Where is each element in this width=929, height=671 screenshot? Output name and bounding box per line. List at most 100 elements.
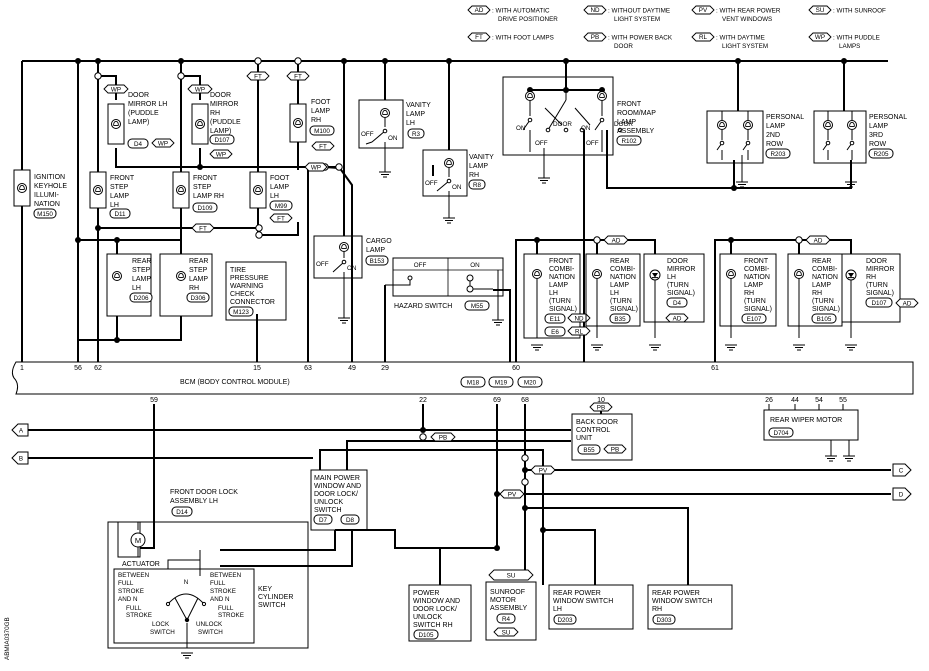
label: ASSEMBLY	[617, 128, 655, 135]
label: RH	[210, 110, 220, 117]
option-tag: FT	[277, 215, 285, 222]
bcm-label: BCM (BODY CONTROL MODULE)	[180, 379, 290, 386]
pin-label: 1	[20, 365, 24, 372]
label: NATION	[744, 274, 770, 281]
pin-label: 22	[419, 397, 427, 404]
label: DOOR	[866, 258, 887, 265]
connector-id: R205	[873, 151, 889, 158]
label: ON	[347, 265, 357, 272]
connector-id: B55	[583, 447, 595, 454]
turn-signal-lh-group: AD FRONT COMBI- NATION LAMP LH (TURN SIG…	[523, 235, 705, 351]
label: 3RD	[869, 132, 883, 139]
label: (TURN	[812, 298, 834, 305]
label: LAMP	[744, 282, 763, 289]
legend-text: : WITHOUT DAYTIME	[608, 8, 670, 15]
label: DOOR LOCK/	[314, 491, 358, 498]
label: LH	[610, 290, 619, 297]
label: (PUDDLE	[210, 119, 241, 126]
legend-item-ft: FT : WITH FOOT LAMPS	[467, 32, 554, 42]
label: 2ND	[766, 132, 780, 139]
label: REAR WIPER MOTOR	[770, 417, 842, 424]
option-tag: WP	[158, 140, 168, 147]
label: STEP	[189, 267, 208, 274]
label: OFF	[425, 180, 438, 187]
label: VANITY	[406, 102, 431, 109]
option-tag: WP	[311, 164, 321, 171]
connector-id: M19	[495, 380, 508, 387]
connector-id: B153	[370, 258, 385, 265]
label: STROKE	[126, 612, 152, 619]
label: WARNING	[230, 283, 264, 290]
option-tag: PB	[439, 434, 447, 441]
connector-id: D7	[319, 517, 328, 524]
label: RH	[189, 285, 199, 292]
vanity-lamp-lh: OFF ON VANITY LAMP LH R3	[358, 99, 431, 178]
label: COMBI-	[744, 266, 770, 273]
connector-id: D105	[418, 632, 434, 639]
pin-label: 29	[381, 365, 389, 372]
label: LAMP	[869, 123, 888, 130]
label: COMBI-	[549, 266, 575, 273]
option-tag: SU	[507, 572, 516, 579]
label: ASSEMBLY LH	[170, 498, 218, 505]
label: FRONT DOOR LOCK	[170, 489, 238, 496]
label: FULL	[126, 605, 142, 612]
rear-step-lamp-rh: REAR STEP LAMP RH D306	[159, 253, 213, 317]
label: ROW	[766, 141, 784, 148]
label: STROKE	[118, 588, 144, 595]
option-tags-top: WP WP FT FT WP FT	[103, 71, 328, 233]
label: CARGO	[366, 238, 392, 245]
label: FRONT	[617, 101, 642, 108]
label: ASSEMBLY	[490, 605, 528, 612]
label: AND N	[118, 596, 138, 603]
label: DOOR	[614, 121, 633, 128]
label: REAR POWER	[652, 590, 700, 597]
label: SIGNAL)	[744, 306, 772, 313]
rear-power-window-switch-rh: REAR POWER WINDOW SWITCH RH D303	[647, 584, 733, 630]
connector-id: D8	[346, 517, 355, 524]
back-door-control-unit: BACK DOOR CONTROL UNIT B55 PB	[571, 413, 633, 461]
personal-lamp-2nd-row: PERSONAL LAMP 2ND ROW R203	[706, 110, 804, 188]
legend-item-rl: RL : WITH DAYTIME LIGHT SYSTEM	[691, 32, 768, 50]
label: ROOM/MAP	[617, 110, 656, 117]
label: ILLUMI-	[34, 192, 60, 199]
label: LH	[406, 120, 415, 127]
label: ROW	[869, 141, 887, 148]
label: LAMP	[406, 111, 425, 118]
label: FOOT	[270, 175, 290, 182]
label: HAZARD SWITCH	[394, 303, 452, 310]
front-step-lamp-lh: FRONT STEP LAMP LH D11	[89, 171, 135, 219]
label: LAMP	[610, 282, 629, 289]
connector-id: M55	[471, 303, 484, 310]
pin-label: 55	[839, 397, 847, 404]
label: BACK DOOR	[576, 419, 618, 426]
pin-label: 60	[512, 365, 520, 372]
label: DOOR	[128, 92, 149, 99]
option-tag: PB	[611, 446, 619, 453]
label: ON	[581, 125, 591, 132]
option-tag: AD	[814, 237, 823, 244]
label: WINDOW SWITCH	[553, 598, 613, 605]
hazard-switch: OFF ON HAZARD SWITCH M55	[385, 257, 505, 326]
label: OFF	[535, 140, 548, 147]
pin-label: 10	[597, 397, 605, 404]
legend-text: VENT WINDOWS	[722, 16, 772, 23]
connector-id: D206	[133, 295, 149, 302]
label: LAMP	[549, 282, 568, 289]
connector-id: R102	[621, 138, 637, 145]
label: FRONT	[193, 175, 218, 182]
label: SIGNAL)	[812, 306, 840, 313]
connector-id: D704	[773, 430, 789, 437]
pin-label: 26	[765, 397, 773, 404]
label: ON	[470, 262, 480, 269]
connector-id: E107	[747, 316, 762, 323]
label: DOOR	[553, 121, 572, 128]
label: OFF	[586, 140, 599, 147]
label: LH	[110, 202, 119, 209]
motor-label: M	[135, 536, 141, 545]
label: SWITCH	[198, 629, 223, 636]
label: ON	[388, 135, 398, 142]
sunroof-motor-assembly: SUNROOF MOTOR ASSEMBLY R4 SU	[485, 581, 537, 641]
legend-text: DOOR	[614, 43, 633, 50]
